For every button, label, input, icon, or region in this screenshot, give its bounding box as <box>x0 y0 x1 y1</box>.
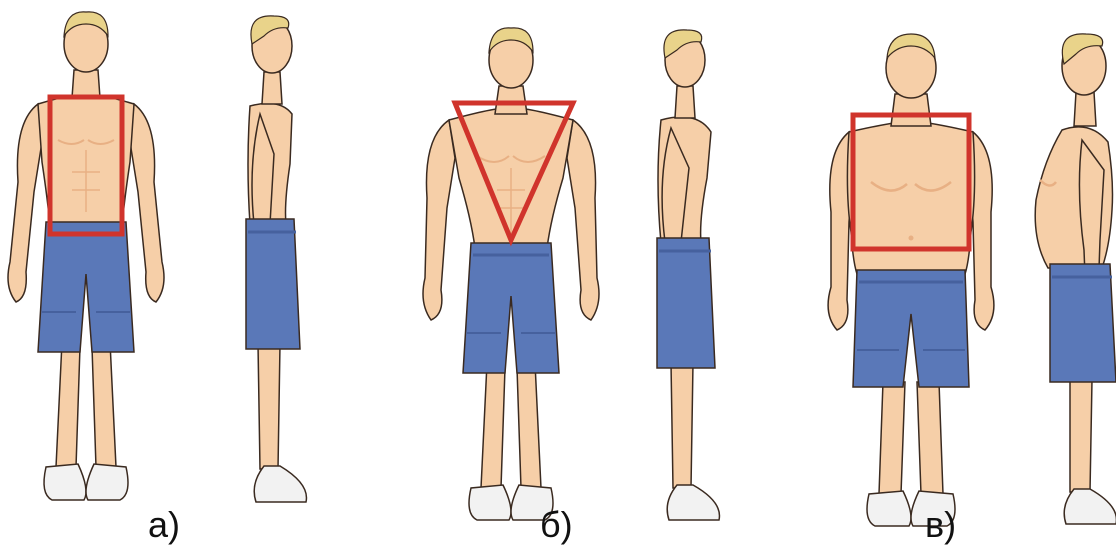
caption-b: б) <box>540 505 573 545</box>
body-type-c-side-figure <box>1035 34 1116 524</box>
body-type-a-front-figure <box>8 12 164 500</box>
caption-c: в) <box>925 505 956 545</box>
body-type-a-side-figure <box>246 16 306 502</box>
body-type-b-side-figure <box>657 30 719 520</box>
body-type-c-front-figure <box>828 34 994 526</box>
caption-a: а) <box>148 505 180 545</box>
